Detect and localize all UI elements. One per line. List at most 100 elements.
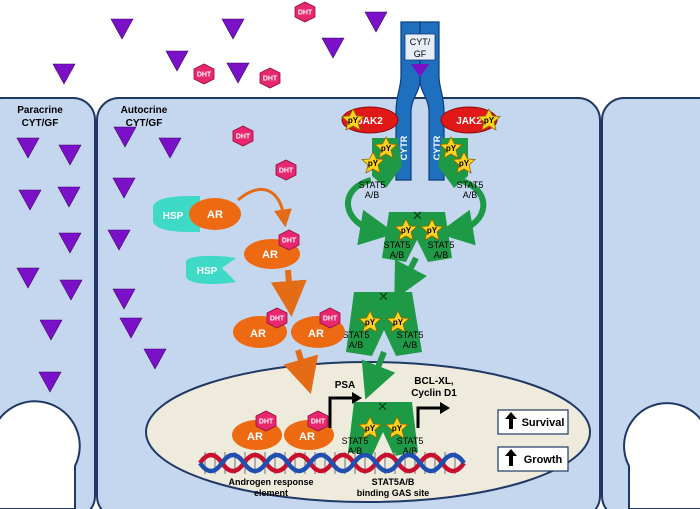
ar-label: AR [250, 328, 266, 340]
svg-text:DHT: DHT [197, 72, 212, 79]
stat5-dimer-lower: ✕ STAT5 A/B STAT5 A/B [343, 289, 424, 356]
ligand-triangle-icon [52, 63, 76, 85]
stat5-membrane-left [372, 138, 402, 188]
up-arrow-icon [505, 449, 517, 466]
stat5-label: STAT5 [359, 180, 386, 190]
ligand-triangle-icon [38, 371, 62, 393]
dht-molecules: DHT DHT DHT DHT DHT DHT DHT DHT DHT DHT [193, 1, 341, 432]
svg-text:DHT: DHT [236, 134, 251, 141]
ligand-triangle-icon [18, 189, 42, 211]
survival-outcome: Survival [497, 409, 569, 435]
svg-text:pY: pY [427, 226, 438, 235]
svg-text:DHT: DHT [270, 316, 285, 323]
phospho-star-icon: pY [394, 218, 418, 241]
ligand-triangle-icon [143, 348, 167, 370]
ligand-triangle-icon [119, 317, 143, 339]
phospho-star-icon: pY [386, 310, 410, 333]
svg-text:pY: pY [365, 318, 376, 327]
stat5-label: A/B [390, 250, 405, 260]
svg-text:pY: pY [368, 159, 379, 168]
ligand-triangle-icon [57, 186, 81, 208]
arrow-ar-dissociation [237, 188, 292, 228]
stat5-label: A/B [348, 446, 363, 456]
hsp-shape [153, 196, 200, 232]
cyt-gf-label-line1: CYT/ [410, 37, 431, 47]
ligand-triangle-icon [112, 177, 136, 199]
phospho-sites: pY pY pY pY pY pY pY pY pY pY pY pY [341, 108, 501, 439]
svg-text:pY: pY [484, 116, 495, 125]
stat5-label: A/B [403, 340, 418, 350]
up-arrow-icon [505, 412, 517, 429]
psa-arrowhead [352, 392, 362, 404]
svg-text:pY: pY [392, 424, 403, 433]
extracellular-ligands [52, 11, 388, 85]
stat5-label: STAT5 [384, 240, 411, 250]
cytr-label-right: CYTR [432, 135, 442, 160]
ligand-triangle-icon [58, 232, 82, 254]
cytokine-receptor: CYTR CYTR [395, 21, 445, 181]
svg-text:pY: pY [393, 318, 404, 327]
arrow-stat-left-curve [345, 177, 396, 246]
dht-hexagon-icon: DHT [294, 1, 316, 23]
ligand-triangle-icon [16, 137, 40, 159]
paracrine-ligands [16, 137, 83, 393]
stat5-dimer-shape [346, 292, 422, 356]
phospho-star-icon: pY [374, 136, 398, 159]
ligand-triangle-icon [107, 229, 131, 251]
paracrine-label-line2: CYT/GF [22, 118, 59, 129]
right-cell-nucleus [623, 402, 700, 509]
paracrine-label-line1: Paracrine [17, 105, 63, 116]
svg-text:pY: pY [381, 144, 392, 153]
receptor-bound-ligand-icon [411, 64, 429, 77]
stat5-label: A/B [365, 190, 380, 200]
ligand-triangle-icon [112, 288, 136, 310]
stat5-dimer-cross: ✕ [378, 289, 389, 304]
dht-hexagon-icon: DHT [255, 410, 277, 432]
svg-text:pY: pY [446, 144, 457, 153]
svg-text:DHT: DHT [259, 419, 274, 426]
stat5-label: STAT5 [428, 240, 455, 250]
cyt-gf-label-line2: GF [414, 49, 427, 59]
hsp-label: HSP [197, 266, 218, 277]
phospho-star-icon: pY [341, 108, 365, 131]
bcl-transcription-arrow [416, 406, 440, 428]
growth-outcome: Growth [497, 446, 569, 472]
svg-text:pY: pY [459, 159, 470, 168]
stat5-label: STAT5 [397, 436, 424, 446]
stat5-label: A/B [349, 340, 364, 350]
ar-label: AR [247, 431, 263, 443]
phospho-star-icon: pY [452, 151, 476, 174]
svg-text:pY: pY [401, 226, 412, 235]
arrow-stat-right-curve [437, 177, 487, 246]
phospho-star-icon: pY [385, 416, 409, 439]
ligand-triangle-icon [58, 144, 82, 166]
ar-label: AR [308, 328, 324, 340]
stat5-label: A/B [463, 190, 478, 200]
dht-hexagon-icon: DHT [307, 410, 329, 432]
svg-text:DHT: DHT [323, 316, 338, 323]
dht-hexagon-icon: DHT [319, 307, 341, 329]
are-label-line1: Androgen response [228, 477, 313, 487]
free-hsp: HSP [186, 255, 236, 284]
ligand-triangle-icon [364, 11, 388, 33]
phospho-star-icon: pY [420, 218, 444, 241]
stat5-dimer-cross: ✕ [377, 399, 388, 414]
stat5-label: STAT5 [343, 330, 370, 340]
autocrine-label-line2: CYT/GF [126, 118, 163, 129]
ligand-triangle-icon [221, 18, 245, 40]
stat5-label: A/B [434, 250, 449, 260]
survival-label: Survival [522, 417, 565, 429]
svg-text:DHT: DHT [298, 10, 313, 17]
dht-hexagon-icon: DHT [278, 229, 300, 251]
ligand-triangle-icon [226, 62, 250, 84]
dht-hexagon-icon: DHT [232, 125, 254, 147]
phospho-star-icon: pY [361, 151, 385, 174]
stat5-label: STAT5 [397, 330, 424, 340]
bcl-arrowhead [440, 402, 450, 414]
psa-transcription-arrow [328, 396, 352, 428]
ligand-triangle-icon [165, 50, 189, 72]
arrow-ar-dimerize [270, 269, 307, 317]
are-label-line2: element [254, 488, 288, 498]
growth-label: Growth [524, 454, 563, 466]
